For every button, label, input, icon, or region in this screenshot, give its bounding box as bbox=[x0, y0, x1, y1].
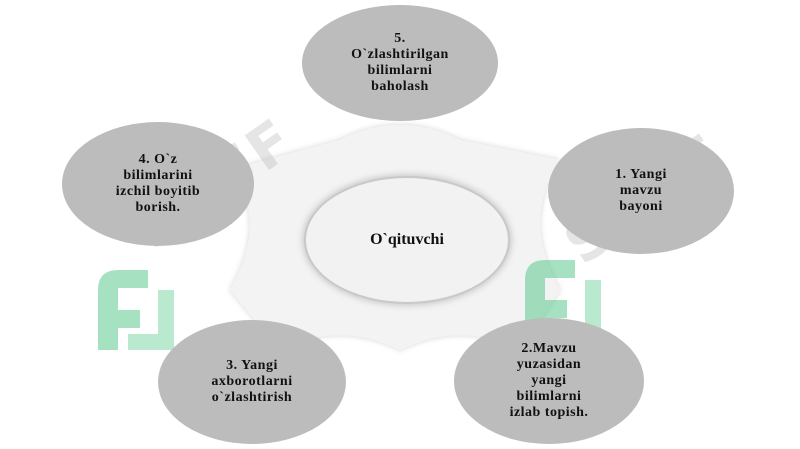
node-5-line: O`zlashtirilgan bbox=[351, 47, 449, 62]
node-4-line: 4. O`z bbox=[138, 152, 178, 167]
node-3: 3. Yangi axborotlarni o`zlashtirish bbox=[158, 320, 346, 444]
node-3-line: axborotlarni bbox=[211, 374, 293, 389]
node-4: 4. O`z bilimlarini izchil boyitib borish… bbox=[62, 122, 254, 246]
node-1-line: bayoni bbox=[619, 199, 663, 214]
node-2-line: yangi bbox=[531, 373, 567, 388]
node-5-line: 5. bbox=[394, 31, 406, 46]
node-2: 2.Mavzu yuzasidan yangi bilimlarni izlab… bbox=[454, 318, 644, 444]
node-4-line: izchil boyitib bbox=[115, 184, 201, 199]
node-3-line: 3. Yangi bbox=[226, 358, 278, 373]
node-1-line: 1. Yangi bbox=[615, 167, 667, 182]
node-5: 5. O`zlashtirilgan bilimlarni baholash bbox=[302, 5, 498, 121]
node-1: 1. Yangi mavzu bayoni bbox=[548, 128, 734, 254]
node-4-line: bilimlarini bbox=[123, 168, 193, 183]
node-5-line: bilimlarni bbox=[367, 63, 433, 78]
node-3-line: o`zlashtirish bbox=[211, 390, 293, 405]
node-2-line: bilimlarni bbox=[516, 389, 582, 404]
node-5-line: baholash bbox=[371, 79, 429, 94]
node-1-line: mavzu bbox=[619, 183, 663, 198]
node-2-line: yuzasidan bbox=[516, 357, 582, 372]
center-label: O`qituvchi bbox=[370, 231, 444, 248]
center-node: O`qituvchi bbox=[304, 176, 510, 304]
node-2-line: 2.Mavzu bbox=[521, 341, 577, 356]
node-2-line: izlab topish. bbox=[509, 405, 589, 420]
node-4-line: borish. bbox=[135, 200, 181, 215]
